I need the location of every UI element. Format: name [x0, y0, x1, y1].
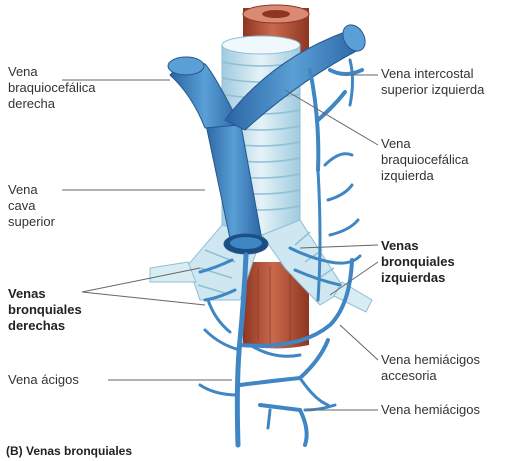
- label-line: bronquiales: [8, 302, 82, 318]
- label-line: Vena intercostal: [381, 66, 484, 82]
- label-line: derechas: [8, 318, 82, 334]
- label-vena-intercostal-superior-izquierda: Vena intercostal superior izquierda: [381, 66, 484, 98]
- label-line: izquierda: [381, 168, 468, 184]
- label-venas-bronquiales-derechas: Venas bronquiales derechas: [8, 286, 82, 334]
- label-line: superior izquierda: [381, 82, 484, 98]
- label-line: Vena: [8, 64, 95, 80]
- label-line: Venas: [381, 238, 455, 254]
- label-line: superior: [8, 214, 55, 230]
- label-vena-braquiocefalica-izquierda: Vena braquiocefálica izquierda: [381, 136, 468, 184]
- label-line: Vena hemiácigos: [381, 352, 480, 368]
- label-venas-bronquiales-izquierdas: Venas bronquiales izquierdas: [381, 238, 455, 286]
- label-line: braquiocefálica: [8, 80, 95, 96]
- label-line: Venas: [8, 286, 82, 302]
- label-line: cava: [8, 198, 55, 214]
- label-line: izquierdas: [381, 270, 455, 286]
- label-line: Vena: [8, 182, 55, 198]
- label-vena-cava-superior: Vena cava superior: [8, 182, 55, 230]
- label-line: derecha: [8, 96, 95, 112]
- label-line: accesoria: [381, 368, 480, 384]
- label-line: Vena: [381, 136, 468, 152]
- label-line: bronquiales: [381, 254, 455, 270]
- label-vena-hemiacigos: Vena hemiácigos: [381, 402, 480, 418]
- label-vena-braquiocefalica-derecha: Vena braquiocefálica derecha: [8, 64, 95, 112]
- label-line: braquiocefálica: [381, 152, 468, 168]
- label-vena-acigos: Vena ácigos: [8, 372, 79, 388]
- label-line: Vena ácigos: [8, 372, 79, 388]
- label-line: Vena hemiácigos: [381, 402, 480, 418]
- label-vena-hemiacigos-accesoria: Vena hemiácigos accesoria: [381, 352, 480, 384]
